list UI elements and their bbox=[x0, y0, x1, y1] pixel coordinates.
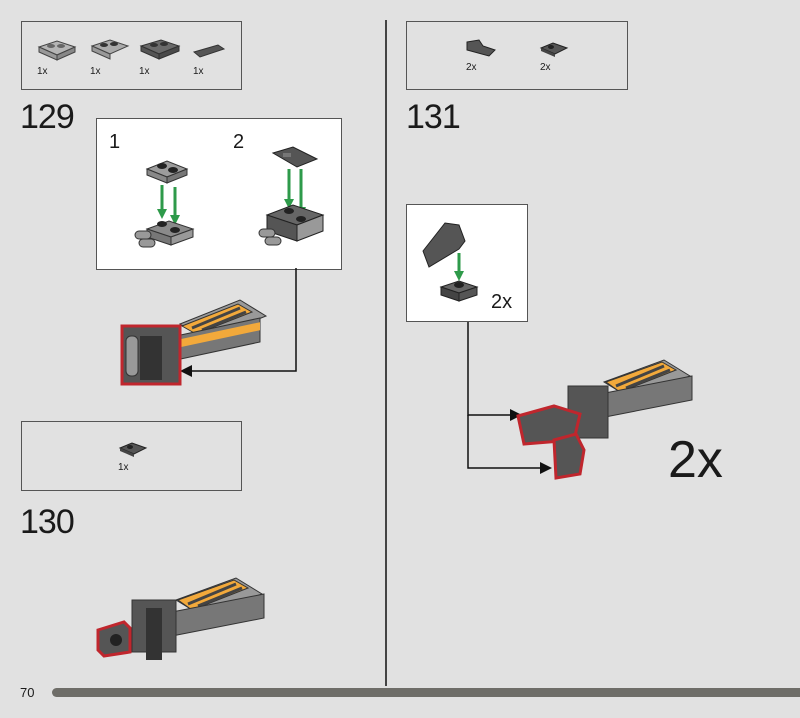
slope-dark-icon bbox=[466, 39, 496, 57]
part-qty: 2x bbox=[466, 62, 477, 73]
parts-list-130: 1x bbox=[21, 421, 242, 491]
sub-assembly-callout: 1 2 bbox=[96, 118, 342, 270]
page-number: 70 bbox=[20, 685, 35, 700]
part-qty: 1x bbox=[118, 462, 129, 473]
plate-with-clip-dark-icon bbox=[539, 42, 569, 57]
step-number: 129 bbox=[20, 98, 75, 136]
callout-illustration bbox=[422, 222, 479, 302]
substep-number: 1 bbox=[109, 131, 121, 153]
sub-assembly-callout: 2x bbox=[406, 204, 528, 322]
part-qty: 1x bbox=[37, 66, 48, 77]
plate-with-bars-icon bbox=[37, 40, 77, 61]
parts-list-129: 1x 1x 1x 1x bbox=[21, 21, 242, 90]
substep-1-illustration bbox=[134, 160, 195, 248]
step-number: 130 bbox=[20, 503, 75, 541]
substep-number: 2 bbox=[233, 131, 245, 153]
model-assembly-130 bbox=[96, 577, 265, 660]
callout-quantity: 2x bbox=[491, 291, 513, 313]
part-qty: 1x bbox=[139, 66, 150, 77]
step-number: 131 bbox=[406, 98, 461, 136]
plate-dark-icon bbox=[139, 39, 181, 60]
tile-grille-icon bbox=[192, 44, 226, 58]
parts-list-131: 2x 2x bbox=[406, 21, 628, 90]
plate-with-clip-icon bbox=[90, 39, 130, 60]
part-qty: 2x bbox=[540, 62, 551, 73]
part-qty: 1x bbox=[193, 66, 204, 77]
model-assembly-129 bbox=[120, 299, 268, 386]
plate-with-clip-dark-icon bbox=[118, 442, 148, 457]
progress-bar bbox=[52, 688, 800, 697]
part-qty: 1x bbox=[90, 66, 101, 77]
model-assembly-131 bbox=[516, 359, 693, 480]
model-multiplier: 2x bbox=[668, 431, 723, 489]
substep-2-illustration bbox=[258, 146, 325, 246]
